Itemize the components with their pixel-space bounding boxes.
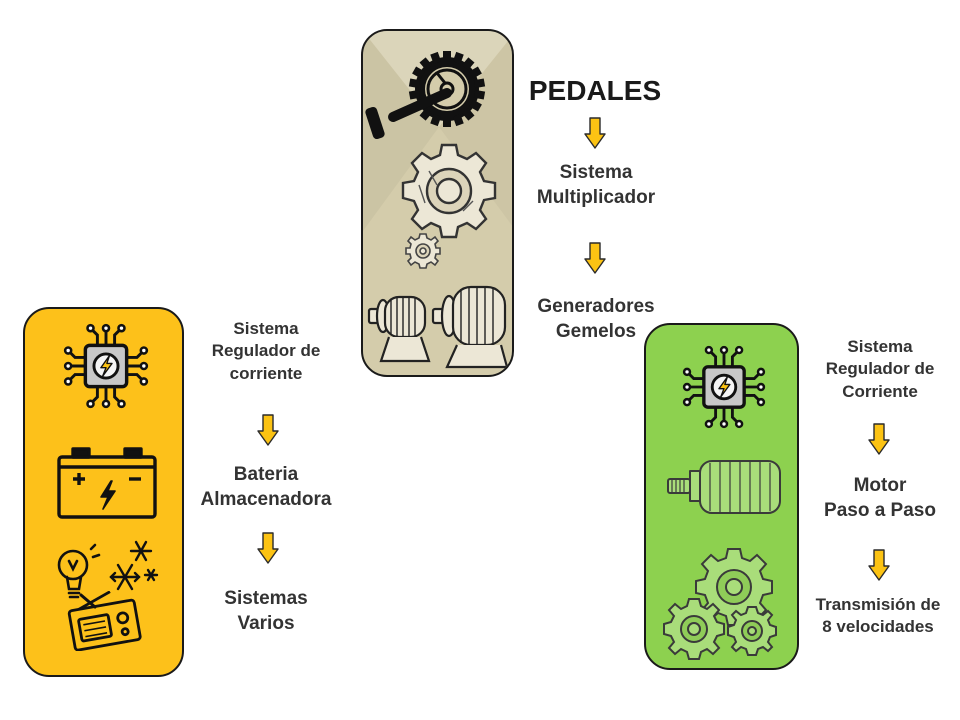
regulador-corriente-left-label: Sistema Regulador de corriente bbox=[211, 319, 321, 383]
pedal-crank-icon bbox=[365, 51, 486, 140]
circuit-chip-icon bbox=[63, 323, 149, 409]
arrow-down-icon bbox=[868, 549, 890, 581]
twin-generators-icon bbox=[367, 285, 509, 369]
electric-motor-icon bbox=[667, 460, 781, 514]
pedales-title: PEDALES bbox=[528, 75, 662, 106]
arrow-down-icon bbox=[584, 117, 606, 149]
pedal-system-panel bbox=[361, 29, 514, 377]
storage-system-panel bbox=[23, 307, 184, 677]
motor-paso-a-paso-label: Motor Paso a Paso bbox=[824, 475, 936, 522]
sistemas-varios-label: Sistemas Varios bbox=[224, 588, 308, 635]
transmission-system-panel bbox=[644, 323, 799, 670]
generadores-gemelos-label: Generadores Gemelos bbox=[537, 296, 655, 343]
arrow-down-icon bbox=[257, 414, 279, 446]
gear-set-icon bbox=[663, 548, 777, 660]
arrow-down-icon bbox=[584, 242, 606, 274]
small-gear-icon bbox=[405, 233, 441, 269]
regulador-corriente-right-label: Sistema Regulador de Corriente bbox=[825, 337, 935, 401]
arrow-down-icon bbox=[257, 532, 279, 564]
lightbulb-icon bbox=[57, 543, 101, 609]
arrow-down-icon bbox=[868, 423, 890, 455]
sistema-multiplicador-label: Sistema Multiplicador bbox=[536, 162, 656, 209]
snowflake-icon bbox=[109, 540, 159, 591]
large-gear-icon bbox=[401, 143, 497, 239]
bateria-almacenadora-label: Bateria Almacenadora bbox=[200, 464, 332, 511]
battery-icon bbox=[57, 447, 157, 519]
radio-icon bbox=[67, 591, 142, 651]
circuit-chip-icon bbox=[682, 345, 766, 429]
transmision-label: Transmisión de 8 velocidades bbox=[815, 595, 941, 637]
